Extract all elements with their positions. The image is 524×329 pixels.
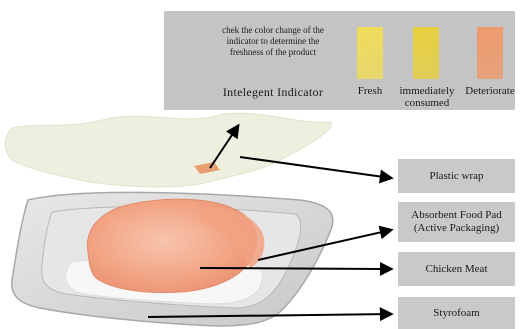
deteriorate-label: Deteriorate [462, 85, 518, 97]
immediately-consumed-swatch [413, 27, 439, 79]
arrow-chicken-meat [200, 268, 391, 269]
fresh-swatch [357, 27, 383, 79]
immediately-consumed-label: immediately consumed [396, 85, 458, 109]
instruction-line-3: freshness of the product [204, 47, 342, 58]
plastic-wrap-label: Plastic wrap [398, 159, 515, 193]
plastic-wrap-film [5, 113, 331, 187]
absorbent-food-pad-label: Absorbent Food Pad (Active Packaging) [398, 202, 515, 242]
styrofoam-label: Styrofoam [398, 297, 515, 329]
instruction-line-1: chek the color change of the [204, 25, 342, 36]
indicator-instruction: chek the color change of the indicator t… [204, 25, 342, 58]
indicator-panel: chek the color change of the indicator t… [164, 11, 515, 110]
deteriorate-swatch [477, 27, 503, 79]
indicator-title: Intelegent Indicator [208, 85, 338, 99]
fresh-label: Fresh [346, 85, 394, 97]
chicken-meat-label: Chicken Meat [398, 252, 515, 286]
instruction-line-2: indicator to determine the [204, 36, 342, 47]
